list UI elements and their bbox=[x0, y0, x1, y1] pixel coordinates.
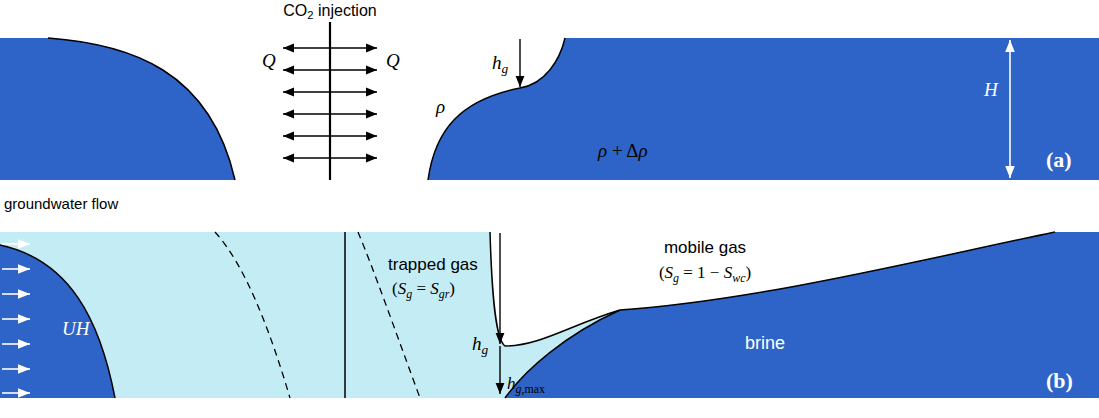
dimension-arrow bbox=[519, 39, 520, 87]
region-label: trapped gas bbox=[388, 255, 478, 275]
panel-label: (b) bbox=[1046, 368, 1073, 393]
flow-arrow bbox=[2, 392, 30, 394]
groundwater-arrows bbox=[2, 244, 30, 393]
dashed-interface bbox=[215, 232, 290, 398]
text-part: H bbox=[984, 79, 998, 100]
text-part: Q bbox=[262, 50, 276, 71]
flux-label: Q bbox=[386, 50, 400, 72]
text-part: g bbox=[673, 271, 679, 285]
brine-layer bbox=[0, 38, 1099, 180]
text-part: h bbox=[507, 374, 516, 393]
saturation-label: (Sg = 1 − Swc) bbox=[659, 263, 751, 283]
text-part: 2 bbox=[307, 9, 313, 21]
text-part: CO bbox=[283, 2, 307, 19]
brine-layer bbox=[0, 232, 1099, 398]
flow-arrow bbox=[331, 69, 377, 70]
text-part: h bbox=[472, 333, 482, 354]
flow-arrow bbox=[283, 113, 329, 114]
text-part: UH bbox=[62, 318, 89, 339]
text-part: brine bbox=[745, 333, 785, 353]
text-part: ) bbox=[449, 279, 455, 298]
flow-arrow bbox=[331, 135, 377, 136]
flow-arrow bbox=[283, 47, 329, 48]
divider-line bbox=[344, 232, 346, 398]
co2-plume bbox=[48, 38, 565, 180]
panel-label: (a) bbox=[1046, 147, 1072, 172]
text-part: mobile gas bbox=[664, 238, 746, 257]
text-part: wc bbox=[732, 271, 745, 285]
text-part: S bbox=[430, 279, 439, 298]
injection-well bbox=[329, 22, 331, 180]
density-label: ρ + Δρ bbox=[598, 140, 648, 162]
text-part: ρ bbox=[598, 140, 607, 161]
text-part: g bbox=[406, 287, 412, 301]
flow-arrow bbox=[331, 91, 377, 92]
interface-line bbox=[428, 38, 565, 180]
well-label: CO2 injection bbox=[283, 2, 376, 20]
text-part: S bbox=[398, 279, 407, 298]
flux-label: UH bbox=[62, 318, 89, 340]
flow-arrow bbox=[283, 91, 329, 92]
region-label: mobile gas bbox=[664, 238, 746, 258]
mobile-gas-region bbox=[490, 232, 1055, 346]
text-part: g bbox=[516, 382, 522, 396]
text-part: g bbox=[502, 61, 509, 76]
flow-arrow bbox=[2, 268, 30, 270]
density-label: ρ bbox=[436, 96, 445, 118]
text-part: Q bbox=[386, 50, 400, 71]
thickness-label: hg bbox=[472, 333, 488, 355]
flow-arrow bbox=[2, 293, 30, 295]
flow-arrow bbox=[331, 113, 377, 114]
flow-arrow bbox=[331, 157, 377, 158]
dimension-arrow bbox=[499, 346, 500, 394]
text-part: = bbox=[412, 279, 430, 298]
interface-line bbox=[0, 245, 115, 398]
dimension-arrow bbox=[499, 233, 500, 344]
flow-arrow bbox=[283, 69, 329, 70]
text-part: S bbox=[665, 263, 674, 282]
trapped-gas-region bbox=[0, 232, 345, 398]
flux-label: Q bbox=[262, 50, 276, 72]
text-part: trapped gas bbox=[388, 255, 478, 274]
text-part: h bbox=[492, 52, 502, 73]
flow-arrow bbox=[283, 135, 329, 136]
flow-arrow bbox=[2, 243, 30, 245]
text-part: (b) bbox=[1046, 368, 1073, 393]
text-part: ρ bbox=[639, 140, 648, 161]
flow-arrow bbox=[331, 47, 377, 48]
injection-arrows bbox=[283, 48, 377, 158]
region-label: brine bbox=[745, 333, 785, 354]
saturation-label: (Sg = Sgr) bbox=[392, 279, 455, 299]
text-part: ( bbox=[392, 279, 398, 298]
flow-arrow bbox=[2, 318, 30, 320]
text-part: groundwater flow bbox=[4, 195, 118, 212]
text-part: (a) bbox=[1046, 147, 1072, 172]
text-part: g bbox=[482, 342, 489, 357]
text-part: S bbox=[724, 263, 733, 282]
text-part: ) bbox=[745, 263, 751, 282]
text-part: gr bbox=[439, 287, 450, 301]
dimension-arrow bbox=[1009, 40, 1011, 178]
text-part: = 1 − bbox=[679, 263, 724, 282]
thickness-label: hg,max bbox=[507, 374, 545, 394]
text-part: ρ bbox=[436, 96, 445, 117]
text-part: + Δ bbox=[607, 140, 638, 161]
text-part: ,max bbox=[521, 382, 544, 396]
text-part: ( bbox=[659, 263, 665, 282]
text-part: injection bbox=[314, 2, 377, 19]
height-label: H bbox=[984, 79, 998, 101]
interface-line bbox=[490, 232, 1055, 346]
flow-arrow bbox=[2, 368, 30, 370]
flow-arrow bbox=[283, 157, 329, 158]
thickness-label: hg bbox=[492, 52, 508, 74]
flow-arrow bbox=[2, 343, 30, 345]
flow-label: groundwater flow bbox=[4, 195, 118, 212]
interface-line bbox=[48, 38, 235, 180]
